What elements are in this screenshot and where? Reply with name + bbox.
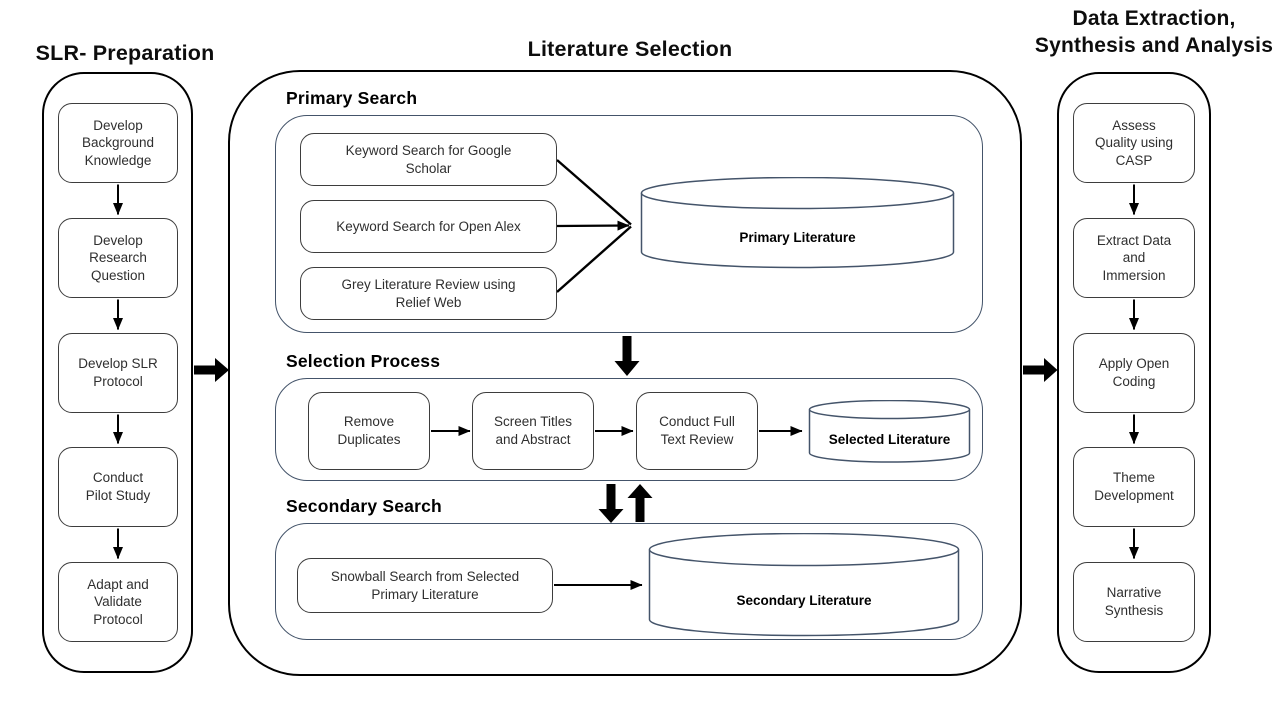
preparation-title: SLR- Preparation — [35, 41, 215, 65]
node-conduct-full-text-review: Conduct Full Text Review — [636, 392, 758, 470]
node-develop-research-question: Develop Research Question — [58, 218, 178, 298]
node-assess-quality-casp: Assess Quality using CASP — [1073, 103, 1195, 183]
extraction-container — [1057, 72, 1211, 673]
selected-literature-label: Selected Literature — [828, 432, 951, 447]
node-adapt-validate-protocol: Adapt and Validate Protocol — [58, 562, 178, 642]
primary-literature-database: Primary Literature — [640, 177, 955, 269]
primary-search-group — [275, 115, 983, 333]
node-apply-open-coding: Apply Open Coding — [1073, 333, 1195, 413]
node-conduct-pilot-study: Conduct Pilot Study — [58, 447, 178, 527]
node-develop-slr-protocol: Develop SLR Protocol — [58, 333, 178, 413]
node-grey-literature-relief-web: Grey Literature Review using Relief Web — [300, 267, 557, 320]
node-narrative-synthesis: Narrative Synthesis — [1073, 562, 1195, 642]
selection-process-group — [275, 378, 983, 481]
secondary-literature-label: Secondary Literature — [736, 592, 872, 608]
selection-process-label: Selection Process — [286, 351, 441, 371]
secondary-search-group — [275, 523, 983, 640]
cylinder-shape — [808, 400, 971, 463]
primary-literature-label: Primary Literature — [739, 230, 856, 245]
secondary-search-label: Secondary Search — [286, 496, 442, 516]
node-screen-titles-abstract: Screen Titles and Abstract — [472, 392, 594, 470]
node-keyword-search-open-alex: Keyword Search for Open Alex — [300, 200, 557, 253]
literature-selection-title: Literature Selection — [527, 37, 733, 61]
cylinder-shape — [648, 533, 960, 637]
node-theme-development: Theme Development — [1073, 447, 1195, 527]
prep-to-selection-arrow — [194, 358, 229, 382]
node-keyword-search-google-scholar: Keyword Search for Google Scholar — [300, 133, 557, 186]
cylinder-shape — [640, 177, 955, 269]
literature-selection-container — [228, 70, 1022, 676]
primary-search-label: Primary Search — [286, 88, 418, 108]
extraction-title: Data Extraction, Synthesis and Analysis — [1034, 7, 1274, 57]
selection-to-extraction-arrow — [1023, 358, 1058, 382]
node-snowball-search: Snowball Search from Selected Primary Li… — [297, 558, 553, 613]
secondary-literature-database: Secondary Literature — [648, 533, 960, 637]
selected-literature-database: Selected Literature — [808, 400, 971, 463]
node-extract-data-immersion: Extract Data and Immersion — [1073, 218, 1195, 298]
preparation-container — [42, 72, 193, 673]
node-develop-background-knowledge: Develop Background Knowledge — [58, 103, 178, 183]
node-remove-duplicates: Remove Duplicates — [308, 392, 430, 470]
